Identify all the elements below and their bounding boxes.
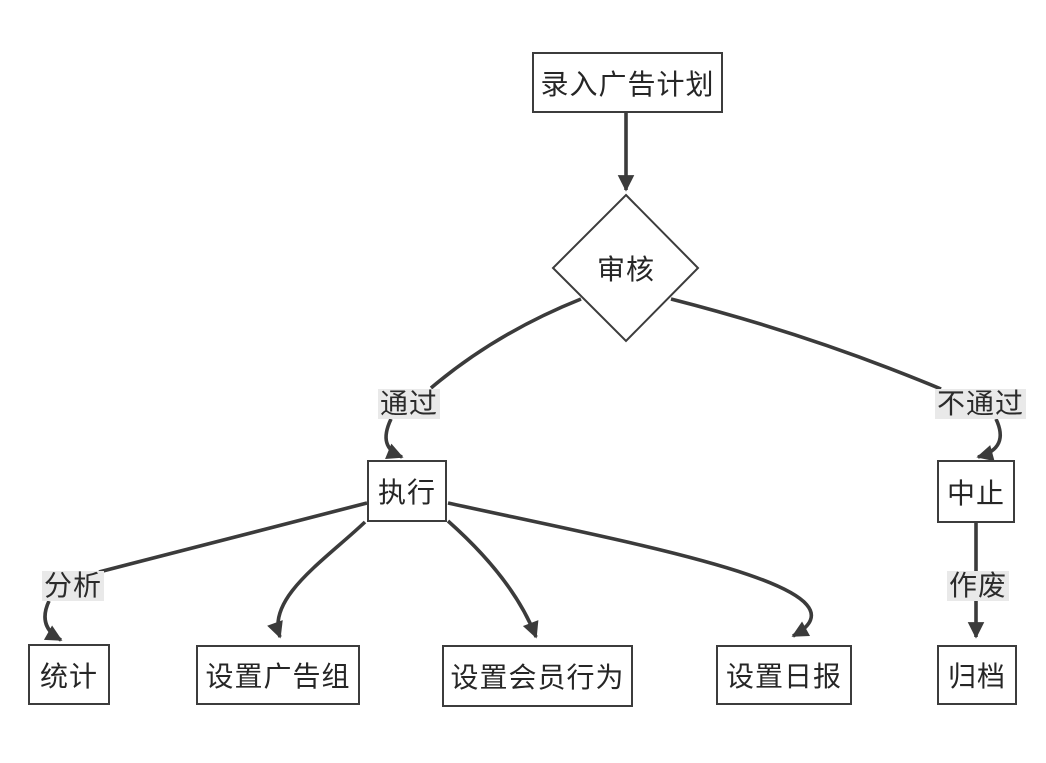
- edge-execute-to-adgroup: [267, 520, 367, 639]
- edge-label-analyze[interactable]: 分析: [42, 569, 105, 602]
- edge-execute-to-member: [446, 519, 539, 639]
- review-diamond-shape[interactable]: [551, 193, 700, 343]
- edge-label-void[interactable]: 作废: [947, 569, 1010, 602]
- node-execute[interactable]: 执行: [367, 460, 447, 522]
- edge-analyze-label-to-stats: [43, 600, 63, 642]
- edge-review-to-pass-label: [429, 297, 582, 390]
- edge-label-pass[interactable]: 通过: [378, 387, 441, 420]
- edge-label-fail[interactable]: 不通过: [935, 387, 1027, 420]
- node-statistics[interactable]: 统计: [28, 644, 110, 705]
- node-archive[interactable]: 归档: [937, 645, 1017, 705]
- edge-pass-label-to-execute: [384, 418, 404, 459]
- node-set-daily-report[interactable]: 设置日报: [716, 645, 852, 705]
- node-input-ad-plan[interactable]: 录入广告计划: [532, 52, 723, 113]
- node-set-ad-group[interactable]: 设置广告组: [196, 645, 360, 705]
- node-abort[interactable]: 中止: [937, 460, 1015, 523]
- node-set-member-behavior[interactable]: 设置会员行为: [442, 645, 633, 707]
- edge-execute-to-analyze-label: [98, 501, 368, 574]
- edge-review-to-fail-label: [670, 297, 942, 391]
- edge-execute-to-daily: [447, 501, 813, 638]
- node-review[interactable]: 审核: [596, 253, 655, 286]
- edge-fail-label-to-abort: [976, 418, 1002, 462]
